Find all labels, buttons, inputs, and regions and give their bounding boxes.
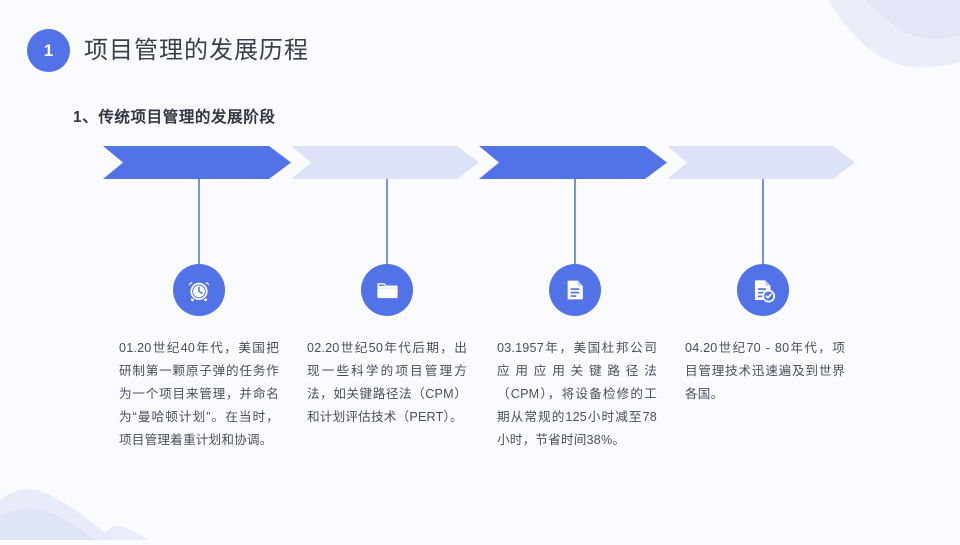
page-header: 1 项目管理的发展历程 [0, 0, 960, 90]
section-number-label: 1 [43, 40, 54, 60]
bottom-left-wave-small [100, 525, 148, 540]
chevron-segment-3[interactable] [479, 146, 667, 179]
step-icon-circle-4[interactable] [737, 264, 789, 316]
step-icon-circle-2[interactable] [361, 264, 413, 316]
alarm-clock-icon [188, 281, 210, 302]
chevron-segment-4[interactable] [667, 146, 855, 179]
page-title: 项目管理的发展历程 [84, 37, 309, 64]
step-description-2: 02.20世纪50年代后期，出现一些科学的项目管理方法，如关键路径法（CPM）和… [307, 341, 467, 424]
chevron-shape-4 [667, 146, 855, 179]
chevron-shape-2 [291, 146, 479, 179]
connector-line-2 [386, 179, 388, 265]
section-number-badge: 1 [27, 29, 70, 72]
timeline-chevron-band [103, 146, 855, 179]
step-description-1: 01.20世纪40年代，美国把研制第一颗原子弹的任务作为一个项目来管理，并命名为… [119, 341, 279, 447]
connector-line-1 [198, 179, 200, 265]
bottom-left-wave-back [0, 489, 114, 540]
step-icon-circle-3[interactable] [549, 264, 601, 316]
bottom-left-wave-front [0, 508, 96, 540]
chevron-shape-1 [103, 146, 291, 179]
connector-line-4 [762, 179, 764, 265]
chevron-segment-2[interactable] [291, 146, 479, 179]
document-lines-icon [567, 280, 583, 300]
step-description-3: 03.1957年，美国杜邦公司应用应用关键路径法（CPM），将设备检修的工期从常… [497, 341, 657, 447]
section-subtitle: 1、传统项目管理的发展阶段 [73, 109, 276, 126]
folder-icon [376, 282, 398, 298]
connector-line-3 [574, 179, 576, 265]
document-check-icon [754, 279, 775, 302]
step-icon-circle-1[interactable] [173, 264, 225, 316]
chevron-segment-1[interactable] [103, 146, 291, 179]
step-description-4: 04.20世纪70 - 80年代，项目管理技术迅速遍及到世界各国。 [685, 341, 845, 401]
chevron-shape-3 [479, 146, 667, 179]
